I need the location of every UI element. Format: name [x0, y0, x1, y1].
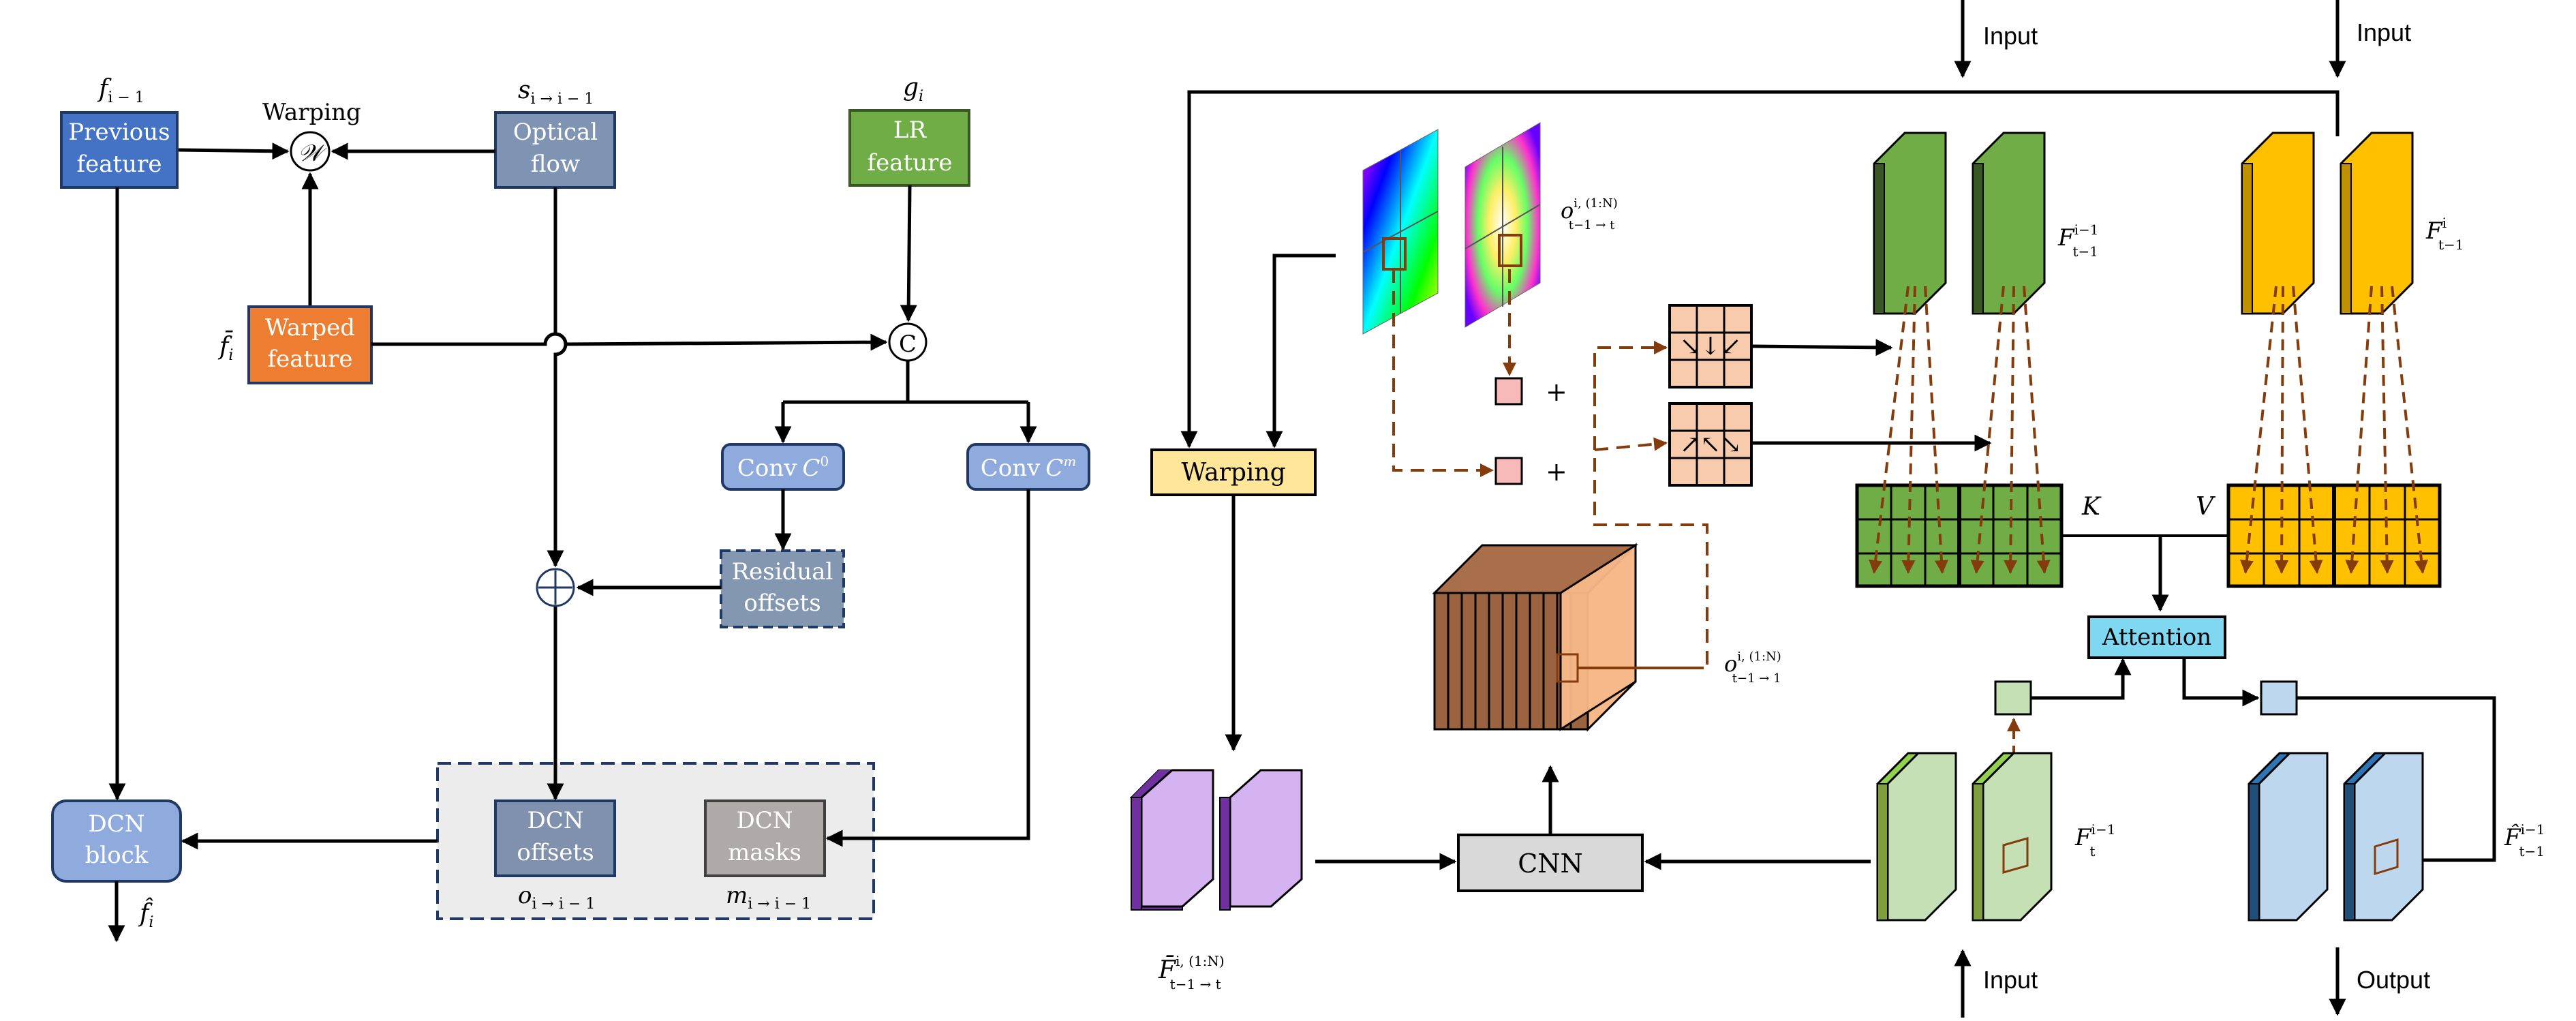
label-f-hat: f̂i: [138, 898, 153, 931]
label-o-flow2: oi, (1:N)t−1 → 1: [1724, 650, 1781, 686]
svg-text:Optical: Optical: [513, 119, 598, 146]
label-input-top-left: Input: [1983, 22, 2038, 50]
kernel-grid-2: ↗↖↘: [1668, 402, 1753, 487]
offset-square-1: [1494, 377, 1523, 406]
plus-1: +: [1546, 377, 1567, 407]
sampling-dashed-arrows: [1869, 286, 2429, 574]
svg-text:CNN: CNN: [1518, 849, 1583, 879]
svg-text:offsets: offsets: [743, 590, 821, 617]
svg-text:masks: masks: [728, 839, 801, 866]
yellow-grid-v: [2226, 483, 2442, 588]
kernel-grid-1: ↘↓↙: [1668, 304, 1753, 388]
svg-text:Warping: Warping: [1181, 459, 1285, 487]
svg-text:DCN: DCN: [527, 807, 583, 834]
lr-feature-box: LR feature: [848, 109, 970, 187]
svg-text:LR: LR: [893, 117, 927, 144]
label-v: V: [2196, 493, 2216, 521]
label-o-out: oi → i − 1: [518, 882, 595, 913]
right-input-arrows: [1180, 0, 2346, 448]
svg-text:Residual: Residual: [732, 558, 833, 585]
attention-box: Attention: [2087, 615, 2226, 659]
label-g: gi: [903, 74, 923, 105]
green-grid-k: [1855, 483, 2064, 588]
right-panel: Input Input Warping F̄i, (1:N)t−1 → t CN…: [1129, 0, 2545, 1018]
previous-feature-box: Previous feature: [60, 111, 179, 189]
label-m-out: mi → i − 1: [726, 882, 811, 913]
svg-text:DCN: DCN: [88, 810, 144, 838]
svg-text:Warped: Warped: [265, 314, 355, 341]
label-k: K: [2081, 493, 2102, 521]
label-input-top-right: Input: [2357, 18, 2411, 46]
add-operator: [536, 568, 575, 607]
flow-image-1: [1362, 129, 1439, 335]
svg-text:DCN: DCN: [736, 807, 793, 834]
dcn-masks-box: DCN masks: [704, 799, 826, 877]
cnn-box: CNN: [1457, 834, 1644, 892]
dcn-offsets-box: DCN offsets: [494, 799, 616, 877]
warp-operator: 𝒲: [290, 131, 331, 172]
label-f-prev: fi − 1: [97, 75, 144, 106]
optical-flow-box: Optical flow: [494, 111, 616, 189]
svg-text:feature: feature: [77, 151, 162, 178]
yellow-feature-maps: [2241, 132, 2414, 315]
purple-feature-maps: [1129, 769, 1303, 911]
light-green-feature-maps: [1876, 752, 2053, 921]
plus-2: +: [1546, 457, 1567, 487]
svg-text:flow: flow: [531, 151, 580, 178]
flow-dashed-arrows: [1392, 269, 1668, 477]
svg-text:feature: feature: [268, 346, 353, 373]
label-s-flow: si → i − 1: [518, 76, 594, 108]
label-f-bar: f̄i: [217, 331, 233, 364]
svg-text:↗↖↘: ↗↖↘: [1680, 431, 1742, 459]
residual-offsets-box: Residual offsets: [720, 549, 845, 628]
label-output-bottom: Output: [2357, 966, 2430, 994]
warping-box: Warping: [1150, 448, 1317, 496]
flow-image-2: [1465, 122, 1541, 328]
svg-text:Attention: Attention: [2102, 624, 2211, 651]
svg-text:feature: feature: [868, 149, 953, 177]
query-square: [1994, 680, 2032, 716]
svg-text:offsets: offsets: [517, 839, 594, 866]
label-F-bar: F̄i, (1:N)t−1 → t: [1158, 953, 1225, 992]
concat-operator: C: [888, 322, 927, 362]
svg-text:block: block: [85, 842, 149, 869]
light-blue-feature-maps: [2248, 752, 2424, 921]
svg-text:↘↓↙: ↘↓↙: [1680, 333, 1742, 361]
label-o-flow: oi, (1:N)t−1 → t: [1561, 196, 1618, 232]
offset-square-2: [1494, 457, 1523, 485]
green-feature-maps: [1873, 132, 2046, 315]
kv-merge-lines: [2061, 534, 2228, 612]
output-square: [2260, 680, 2298, 716]
svg-text:Previous: Previous: [68, 119, 170, 146]
left-arrows: [108, 142, 1037, 943]
label-warping: Warping: [262, 99, 361, 126]
warped-feature-box: Warped feature: [247, 305, 373, 384]
brown-cube: [1432, 543, 1704, 732]
left-panel: fi − 1 si → i − 1 gi Warping Previous fe…: [51, 74, 1090, 943]
svg-text:C: C: [899, 331, 917, 358]
label-input-bottom: Input: [1983, 966, 2038, 994]
dcn-block-box: DCN block: [51, 799, 182, 883]
